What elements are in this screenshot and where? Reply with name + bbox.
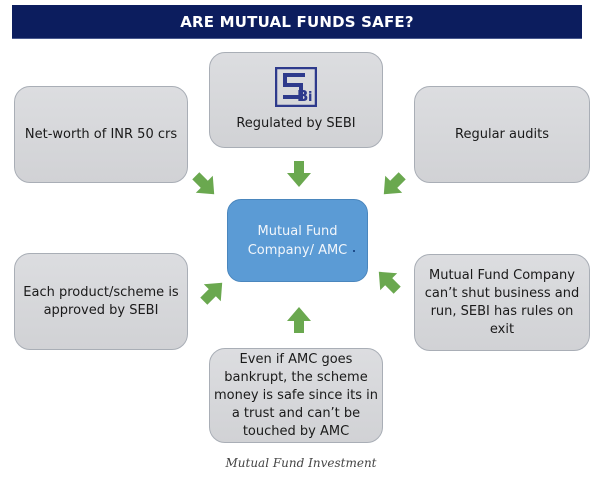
box-line: exit [489, 321, 515, 337]
center-line: Mutual Fund [257, 223, 338, 239]
box-line: bankrupt, the scheme [224, 369, 368, 385]
box-line: Even if AMC goes [239, 351, 353, 367]
box-line: Each product/scheme is [23, 284, 179, 300]
center-mutual-fund-company: Mutual Fund Company/ AMC [227, 199, 368, 282]
box-regulated-by-sebi: B i Regulated by SEBI [209, 52, 383, 148]
box-label: Regular audits [455, 126, 549, 142]
svg-text:B: B [297, 87, 308, 105]
box-line: Mutual Fund Company [429, 267, 575, 283]
center-line: Company/ AMC [247, 242, 348, 258]
dot-mark [353, 250, 355, 252]
sebi-logo-icon: B i [275, 67, 317, 107]
arrow-down-left-icon [383, 172, 406, 195]
box-label: Regulated by SEBI [236, 116, 356, 131]
box-net-worth: Net-worth of INR 50 crs [14, 86, 188, 183]
svg-text:i: i [308, 90, 312, 105]
box-line: run, SEBI has rules on [430, 303, 574, 319]
box-exit-rules: Mutual Fund Company can’t shut business … [414, 254, 590, 351]
arrow-down-right-icon [192, 172, 215, 195]
box-line: approved by SEBI [43, 302, 159, 318]
arrow-up-icon [287, 307, 311, 333]
box-regular-audits: Regular audits [414, 86, 590, 183]
box-line: a trust and can’t be [231, 405, 361, 421]
arrow-up-right-icon [200, 282, 223, 305]
box-label: Net-worth of INR 50 crs [24, 126, 178, 142]
box-line: money is safe since its in [213, 387, 378, 403]
arrow-down-icon [287, 161, 311, 187]
box-product-approved: Each product/scheme is approved by SEBI [14, 253, 188, 350]
box-line: touched by AMC [242, 423, 350, 439]
diagram-title: ARE MUTUAL FUNDS SAFE? [12, 5, 582, 39]
box-line: can’t shut business and [424, 285, 580, 301]
figure-caption: Mutual Fund Investment [225, 456, 377, 470]
arrow-up-left-icon [378, 271, 401, 294]
box-trust-safety: Even if AMC goes bankrupt, the scheme mo… [209, 348, 383, 443]
